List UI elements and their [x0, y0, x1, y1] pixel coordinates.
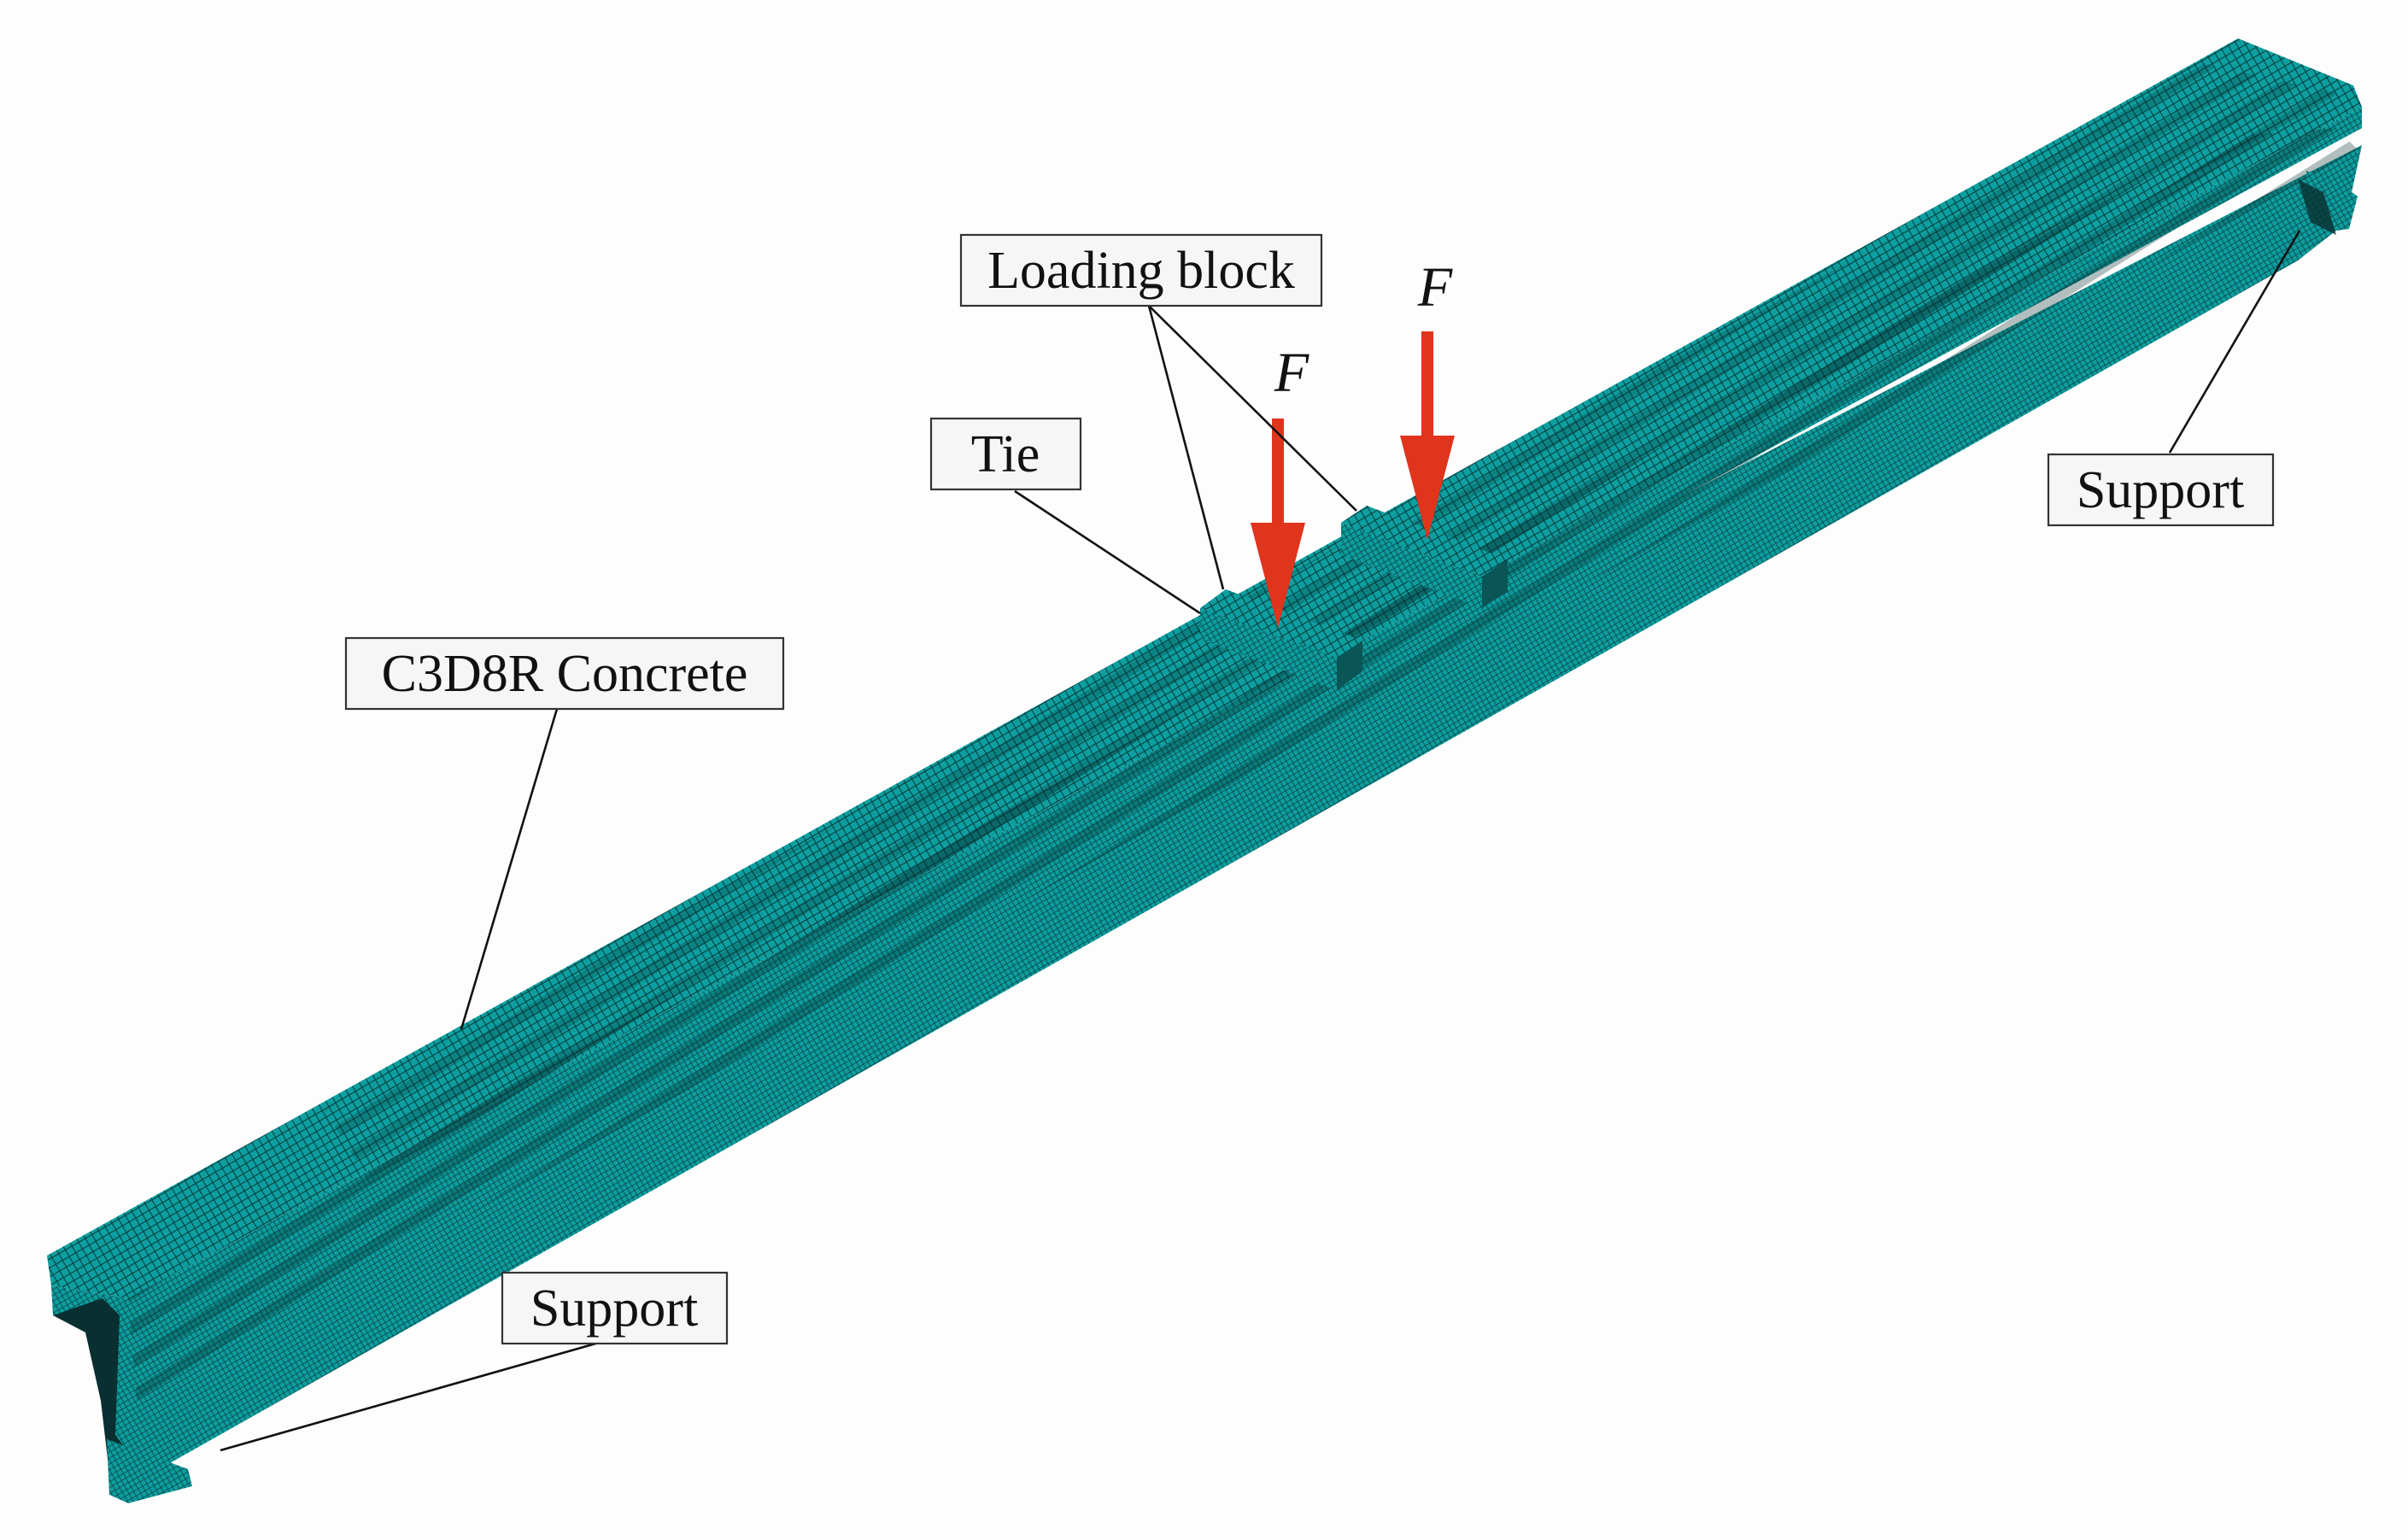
leader-loading-block-1 — [1147, 305, 1225, 590]
force-arrow-1 — [1251, 419, 1305, 628]
leader-lines — [220, 230, 2301, 1452]
label-support-right: Support — [2077, 461, 2244, 519]
label-support-left: Support — [530, 1279, 698, 1338]
mesh-banding — [128, 128, 2358, 1401]
leader-concrete — [460, 708, 559, 1030]
concrete-beam-mesh — [47, 38, 2362, 1503]
loading-block-right — [1341, 506, 1508, 608]
mesh-banding-top — [325, 64, 2341, 1179]
leader-support-left — [220, 1339, 606, 1452]
force-label-2: F — [1417, 256, 1453, 319]
label-tie: Tie — [971, 425, 1040, 483]
force-label-1: F — [1274, 342, 1309, 404]
label-concrete: C3D8R Concrete — [382, 645, 748, 703]
callout-tie: Tie — [929, 417, 1082, 491]
leader-support-right — [2168, 230, 2301, 454]
beam-left-end-face — [53, 1298, 128, 1478]
beam-web-face — [103, 145, 2362, 1482]
callout-support-left: Support — [501, 1271, 729, 1345]
force-arrow-2 — [1400, 331, 1455, 540]
right-end-shade — [2298, 179, 2336, 235]
leader-tie — [1014, 489, 1201, 615]
callout-concrete: C3D8R Concrete — [344, 636, 785, 711]
loading-block-left — [1200, 589, 1362, 690]
left-support-mesh — [107, 1439, 192, 1503]
callout-loading-block: Loading block — [959, 233, 1323, 307]
callout-support-right: Support — [2047, 453, 2275, 527]
label-loading-block: Loading block — [987, 242, 1295, 300]
leader-loading-block-2 — [1148, 305, 1357, 512]
